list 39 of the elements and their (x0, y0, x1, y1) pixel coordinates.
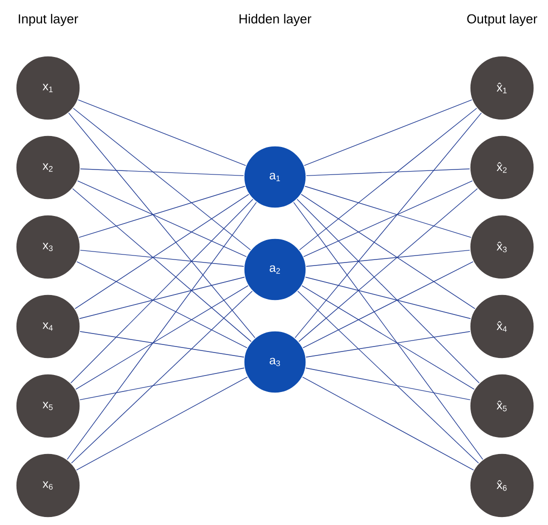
connection-line (302, 261, 474, 348)
connection-line (305, 368, 471, 400)
connection-line (75, 285, 248, 390)
connection-line (78, 186, 246, 238)
connection-line (306, 331, 470, 358)
connection-line (77, 180, 247, 257)
connection-line (72, 108, 251, 250)
layer-title: Input layer (18, 14, 78, 26)
connection-line (299, 108, 478, 250)
connection-line (304, 186, 472, 238)
connection-line (66, 202, 257, 460)
connection-line (72, 188, 252, 342)
connection-line (305, 276, 471, 319)
connection-line (71, 290, 253, 464)
connection-line (74, 194, 250, 310)
connection-line (303, 180, 473, 257)
layer-title: Output layer (467, 14, 538, 26)
connection-line (300, 194, 476, 310)
connection-line (306, 250, 470, 267)
connection-line (68, 112, 256, 338)
connection-line (302, 285, 475, 390)
connection-line (78, 99, 246, 166)
connection-line (79, 276, 245, 319)
connection-line (70, 198, 254, 384)
connection-line (294, 112, 482, 338)
connection-line (80, 331, 244, 358)
connection-line (76, 376, 248, 470)
connection-line (298, 188, 478, 342)
connection-line (79, 368, 245, 400)
connection-line (80, 168, 244, 176)
connection-line (293, 202, 484, 460)
connection-line (80, 250, 244, 267)
connection-line (304, 99, 472, 166)
layer-title: Hidden layer (240, 14, 312, 26)
connection-line (296, 198, 480, 384)
connection-line (306, 168, 470, 176)
connection-line (297, 290, 479, 464)
connection-line (76, 261, 248, 348)
connection-line (302, 376, 474, 470)
